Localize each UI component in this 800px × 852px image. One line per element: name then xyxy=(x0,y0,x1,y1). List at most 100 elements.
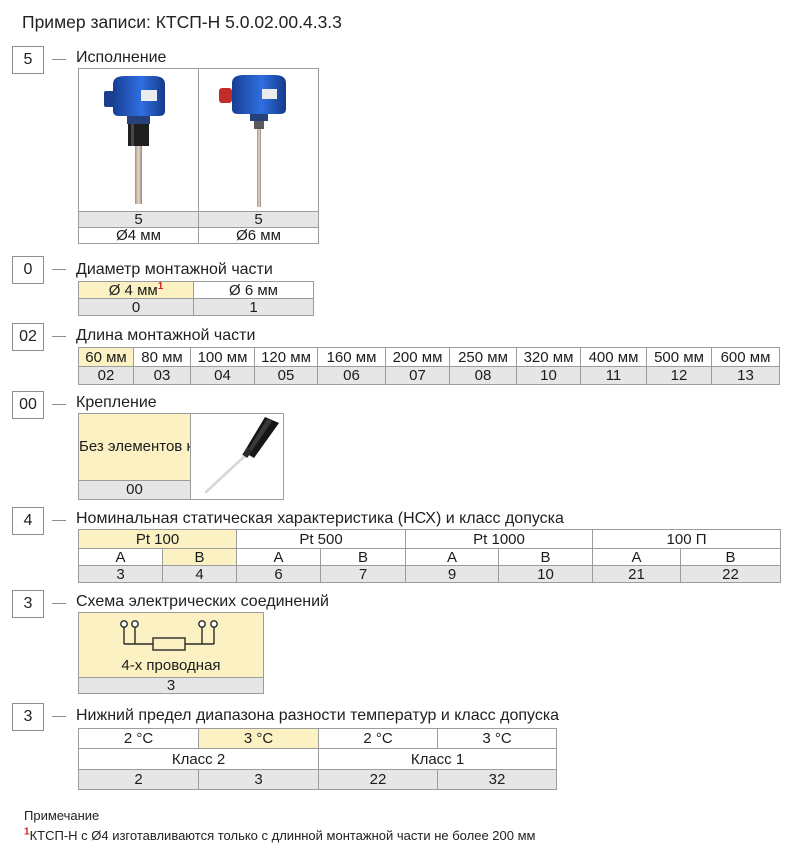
footnote-text: КТСП-Н с Ø4 изготавливаются только с дли… xyxy=(29,828,536,843)
temp-diff-code: 2 xyxy=(78,769,199,790)
length-code: 10 xyxy=(516,366,581,385)
length-code: 08 xyxy=(449,366,517,385)
length-table: 60 мм 80 мм 100 мм 120 мм 160 мм 200 мм … xyxy=(78,347,780,385)
connector-dash xyxy=(52,59,66,60)
temp-diff-code: 22 xyxy=(318,769,438,790)
code-box-nsh: 4 xyxy=(12,507,44,535)
temp-diff-code: 32 xyxy=(437,769,557,790)
length-option: 160 мм xyxy=(317,347,386,367)
mounting-code: 00 xyxy=(78,479,191,501)
connector-dash xyxy=(52,603,66,604)
mounting-table: Без элементов крепления 00 xyxy=(78,413,284,501)
temp-diff-class: Класс 2 xyxy=(78,748,319,770)
temp-diff-value: 3 °C xyxy=(437,728,557,749)
diameter-code: 1 xyxy=(193,298,314,316)
length-option: 400 мм xyxy=(580,347,647,367)
length-code: 12 xyxy=(646,366,712,385)
temp-diff-value: 2 °C xyxy=(318,728,438,749)
wiring-table: 4-х проводная 3 xyxy=(78,612,264,694)
page-title: Пример записи: КТСП-Н 5.0.02.00.4.3.3 xyxy=(22,12,342,32)
probe-6mm-photo-icon xyxy=(219,75,286,207)
footnote: 1КТСП-Н с Ø4 изготавливаются только с дл… xyxy=(24,826,536,843)
section-title-length: Длина монтажной части xyxy=(76,327,256,344)
probe-6mm-cell xyxy=(198,68,319,212)
diameter-code: 0 xyxy=(78,298,194,316)
nsh-code: 22 xyxy=(679,565,782,583)
length-option: 80 мм xyxy=(133,347,191,367)
length-code: 03 xyxy=(133,366,191,385)
nsh-table: Pt 100 Pt 500 Pt 1000 100 П A B A B A B … xyxy=(78,529,782,583)
section-title-wiring: Схема электрических соединений xyxy=(76,593,329,610)
wiring-code: 3 xyxy=(78,677,264,694)
diameter-option-4mm: Ø 4 мм1 xyxy=(78,281,194,299)
connector-dash xyxy=(52,716,66,717)
code-box-execution: 5 xyxy=(12,46,44,74)
nsh-class: B xyxy=(498,548,593,566)
length-option: 600 мм xyxy=(711,347,780,367)
nsh-code: 4 xyxy=(162,565,237,583)
nsh-group-pt100: Pt 100 xyxy=(78,529,237,549)
nsh-group-100p: 100 П xyxy=(591,529,782,549)
code-box-diameter: 0 xyxy=(12,256,44,284)
length-code: 02 xyxy=(78,366,134,385)
wiring-label: 4-х проводная xyxy=(121,657,221,674)
length-code: 11 xyxy=(580,366,647,385)
diameter-label: Ø 4 мм xyxy=(108,281,158,299)
footnote-mark: 1 xyxy=(24,826,30,838)
length-code: 05 xyxy=(254,366,318,385)
probe-4mm-cell xyxy=(78,68,199,212)
connector-dash xyxy=(52,269,66,270)
code-box-temp-diff: 3 xyxy=(12,703,44,731)
length-code: 13 xyxy=(711,366,780,385)
temp-diff-code: 3 xyxy=(198,769,319,790)
nsh-code: 6 xyxy=(236,565,321,583)
nsh-class: B xyxy=(162,548,237,566)
section-title-temp-diff: Нижний предел диапазона разности темпера… xyxy=(76,707,560,724)
mounting-option-none: Без элементов крепления xyxy=(78,413,191,481)
footnote-mark: 1 xyxy=(157,281,164,292)
probe-handle-photo-icon xyxy=(204,417,279,494)
nsh-code: 10 xyxy=(498,565,593,583)
execution-table: 5 5 Ø4 мм Ø6 мм xyxy=(78,68,319,244)
length-option: 320 мм xyxy=(516,347,581,367)
temp-diff-value: 3 °C xyxy=(198,728,319,749)
code-box-mounting: 00 xyxy=(12,391,44,419)
nsh-code: 21 xyxy=(592,565,681,583)
section-title-execution: Исполнение xyxy=(76,49,167,66)
temp-diff-value: 2 °C xyxy=(78,728,199,749)
connector-dash xyxy=(52,336,66,337)
code-box-wiring: 3 xyxy=(12,590,44,618)
diameter-option-6mm: Ø 6 мм xyxy=(193,281,314,299)
diameter-table: Ø 4 мм1 Ø 6 мм 0 1 xyxy=(78,281,314,316)
nsh-class: B xyxy=(320,548,406,566)
section-title-mounting: Крепление xyxy=(76,394,157,411)
nsh-class: A xyxy=(236,548,321,566)
length-code: 07 xyxy=(385,366,450,385)
mounting-image-cell xyxy=(190,413,284,500)
four-wire-diagram-icon xyxy=(120,620,218,651)
nsh-class: A xyxy=(405,548,499,566)
length-option: 500 мм xyxy=(646,347,712,367)
nsh-group-pt1000: Pt 1000 xyxy=(405,529,593,549)
length-code: 04 xyxy=(190,366,255,385)
length-code: 06 xyxy=(317,366,386,385)
connector-dash xyxy=(52,520,66,521)
execution-label-6mm: Ø6 мм xyxy=(198,227,319,244)
connector-dash xyxy=(52,404,66,405)
length-option: 60 мм xyxy=(78,347,134,367)
temp-diff-class: Класс 1 xyxy=(318,748,557,770)
nsh-class: B xyxy=(679,548,782,566)
section-title-nsh: Номинальная статическая характеристика (… xyxy=(76,510,564,527)
execution-code-4mm: 5 xyxy=(78,211,199,228)
probe-4mm-photo-icon xyxy=(104,76,165,204)
code-box-length: 02 xyxy=(12,323,44,351)
execution-label-4mm: Ø4 мм xyxy=(78,227,199,244)
nsh-group-pt500: Pt 500 xyxy=(236,529,406,549)
length-option: 250 мм xyxy=(449,347,517,367)
nsh-code: 9 xyxy=(405,565,499,583)
nsh-class: A xyxy=(592,548,681,566)
execution-code-6mm: 5 xyxy=(198,211,319,228)
notes-heading: Примечание xyxy=(24,808,100,823)
temp-diff-table: 2 °C 3 °C 2 °C 3 °C Класс 2 Класс 1 2 3 … xyxy=(78,728,557,790)
nsh-code: 7 xyxy=(320,565,406,583)
